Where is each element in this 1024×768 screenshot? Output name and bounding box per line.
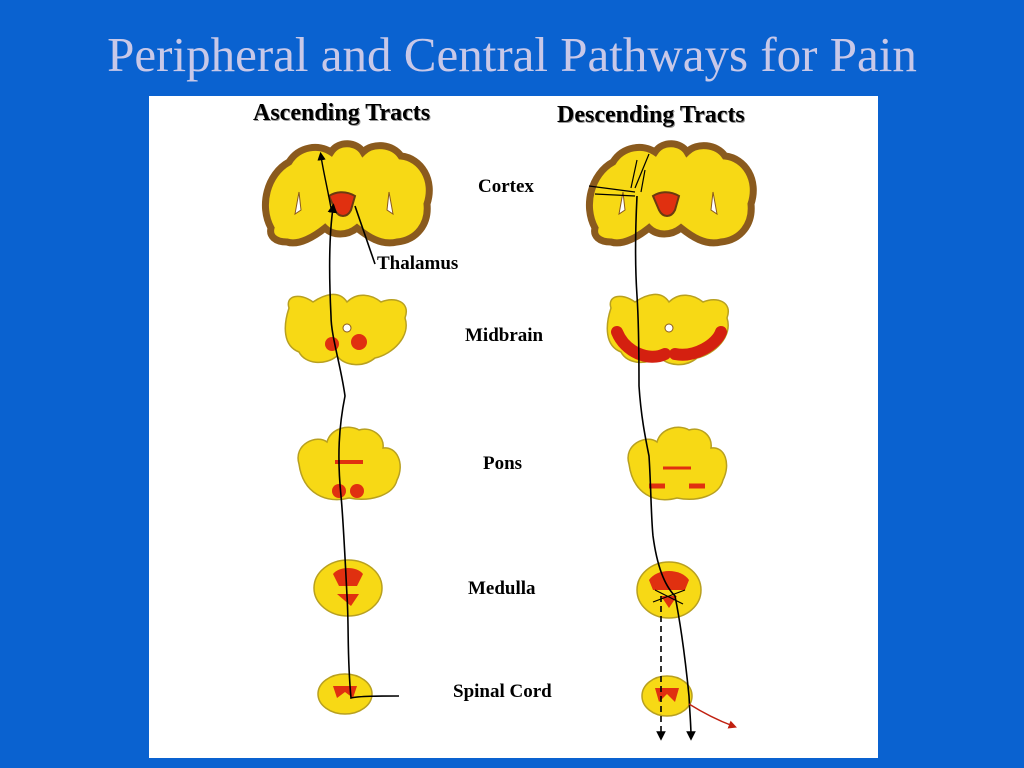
thalamus-pointer-line <box>354 205 376 265</box>
descending-decussation-lines <box>652 589 686 605</box>
descending-midbrain-section <box>606 293 730 366</box>
descending-pathway-arrow <box>634 195 696 741</box>
descending-cortex-section <box>585 140 757 247</box>
pons-label: Pons <box>483 453 523 474</box>
ascending-pons-section <box>297 426 401 501</box>
ascending-pathway-arrow <box>327 203 400 700</box>
cortex-projection-line <box>317 151 332 209</box>
midbrain-label: Midbrain <box>465 325 544 346</box>
cortex-label: Cortex <box>478 176 534 197</box>
medulla-label: Medulla <box>468 578 536 599</box>
descending-tracts-heading: Descending Tracts <box>557 102 745 128</box>
ascending-midbrain-section <box>284 293 408 366</box>
descending-efferent-arrow <box>688 703 737 729</box>
spinal-cord-label: Spinal Cord <box>453 681 552 702</box>
thalamus-label: Thalamus <box>377 253 459 274</box>
descending-cortex-fan-lines <box>588 153 650 197</box>
ascending-tracts-heading: Ascending Tracts <box>253 100 431 126</box>
pathway-diagram <box>261 140 757 741</box>
slide-title: Peripheral and Central Pathways for Pain <box>107 27 917 82</box>
descending-pons-section <box>627 426 728 501</box>
ascending-cortex-section <box>261 140 433 247</box>
descending-spinal-cord-section <box>641 675 693 717</box>
diagram-panel: Ascending Tracts Descending Tracts Corte… <box>149 96 878 758</box>
descending-medulla-section <box>636 561 702 619</box>
ascending-spinal-cord-section <box>317 673 373 715</box>
